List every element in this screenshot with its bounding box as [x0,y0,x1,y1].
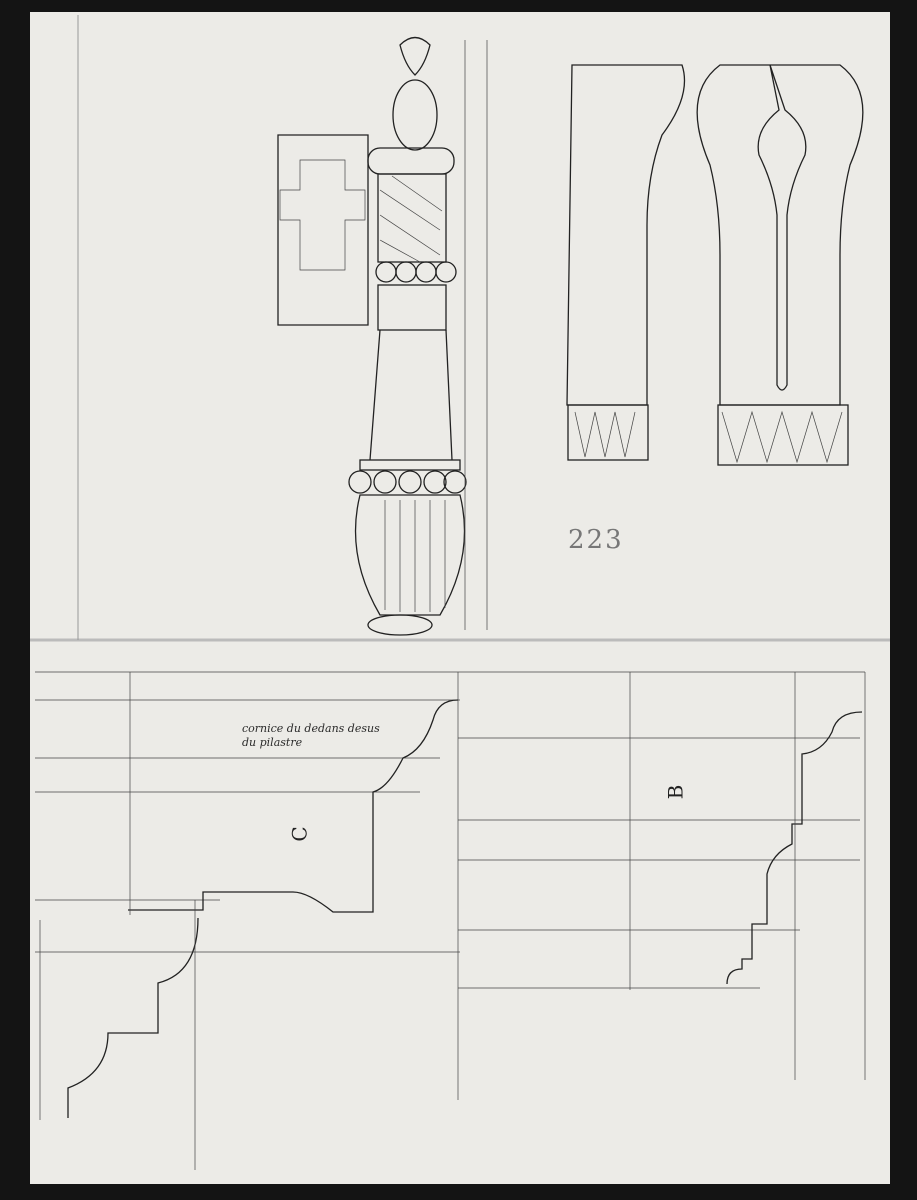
cornice-profiles [35,671,866,1170]
paper-sheet [30,12,890,1184]
candelabrum-drawing [277,36,488,636]
cornice-annotation: cornice du dedans desus du pilastre [242,722,380,749]
section-letter-b: B [663,784,688,800]
baluster-profiles [566,64,864,466]
section-letter-c: C [287,826,312,842]
folio-number: 223 [568,525,624,555]
